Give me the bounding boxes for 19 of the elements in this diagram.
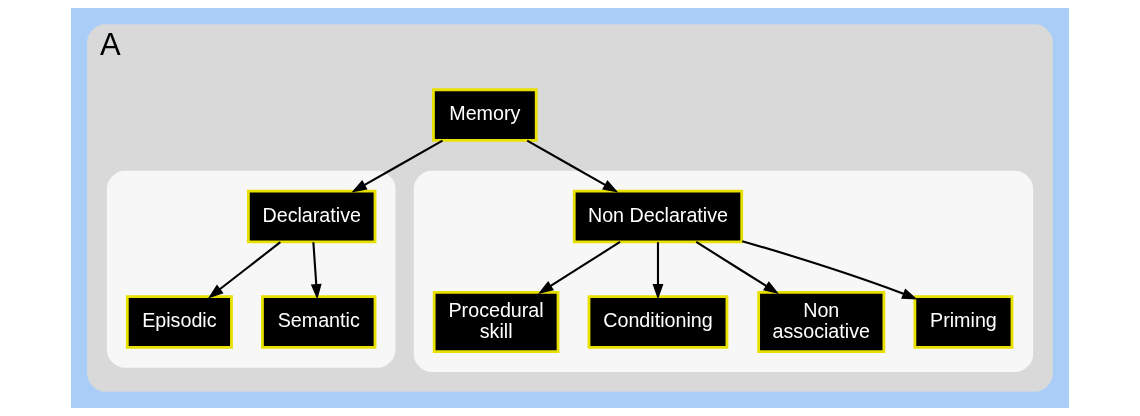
node-box: Declarative (246, 189, 377, 244)
arrow (538, 241, 621, 294)
node-box: Conditioning (587, 295, 729, 349)
arrow (310, 242, 322, 300)
node-box: Priming (913, 295, 1014, 349)
arrow (208, 241, 281, 299)
cluster (413, 170, 1034, 372)
node-box: Semantic (261, 295, 377, 349)
arrow (742, 240, 918, 300)
cluster (106, 170, 396, 368)
arrow (351, 139, 443, 193)
node-box: Episodic (125, 295, 233, 349)
node-box: Non associative (757, 291, 886, 353)
arrow (695, 241, 779, 294)
node-box: Non Declarative (572, 189, 744, 244)
arrow (526, 139, 619, 193)
node-box: Procedural skill (432, 291, 560, 353)
arrow (652, 242, 664, 300)
node-box: Memory (432, 88, 538, 142)
